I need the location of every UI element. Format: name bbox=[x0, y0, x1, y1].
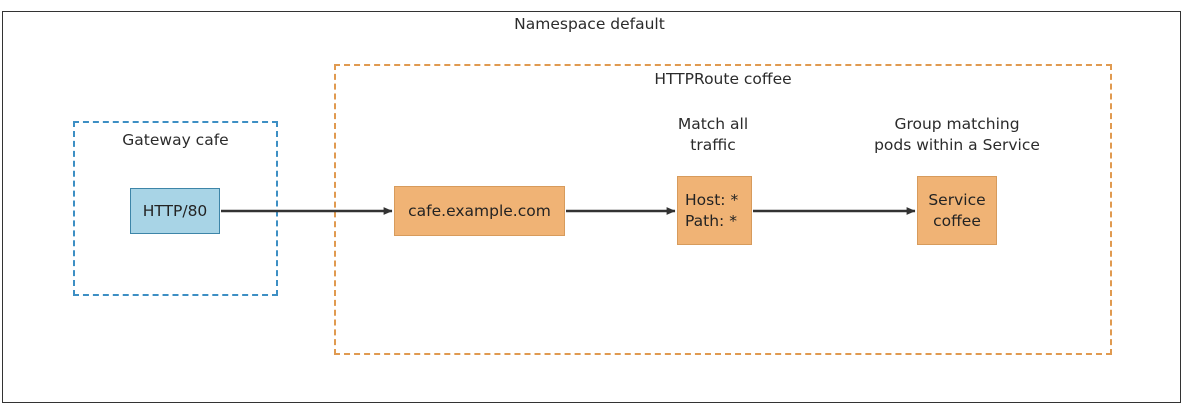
caption-match-all-traffic: Match all traffic bbox=[633, 114, 793, 156]
caption-service-line2: pods within a Service bbox=[874, 135, 1040, 154]
node-backend-service-name: coffee bbox=[933, 211, 981, 230]
caption-service-line1: Group matching bbox=[894, 115, 1020, 133]
node-backend-service-kind: Service bbox=[928, 191, 986, 210]
node-gateway-listener-label: HTTP/80 bbox=[142, 201, 208, 220]
caption-group-matching-pods: Group matching pods within a Service bbox=[857, 114, 1057, 156]
gateway-group-label: Gateway cafe bbox=[122, 131, 229, 149]
node-match-rules-path: Path: * bbox=[685, 211, 737, 230]
namespace-title: Namespace default bbox=[514, 15, 665, 33]
caption-match-line1: Match all bbox=[677, 115, 749, 133]
node-hostname: cafe.example.com bbox=[394, 186, 565, 236]
httproute-group-label: HTTPRoute coffee bbox=[654, 70, 792, 88]
httproute-group-box bbox=[334, 64, 1112, 355]
gateway-group-box bbox=[73, 121, 278, 296]
node-gateway-listener: HTTP/80 bbox=[130, 188, 220, 234]
caption-match-line2: traffic bbox=[690, 135, 736, 154]
node-match-rules-text: Host: * Path: * bbox=[685, 190, 738, 231]
node-hostname-label: cafe.example.com bbox=[408, 201, 551, 220]
node-backend-service-text: Service coffee bbox=[928, 190, 985, 231]
node-match-rules: Host: * Path: * bbox=[677, 176, 752, 245]
node-match-rules-host: Host: * bbox=[685, 191, 739, 210]
node-backend-service: Service coffee bbox=[917, 176, 997, 245]
